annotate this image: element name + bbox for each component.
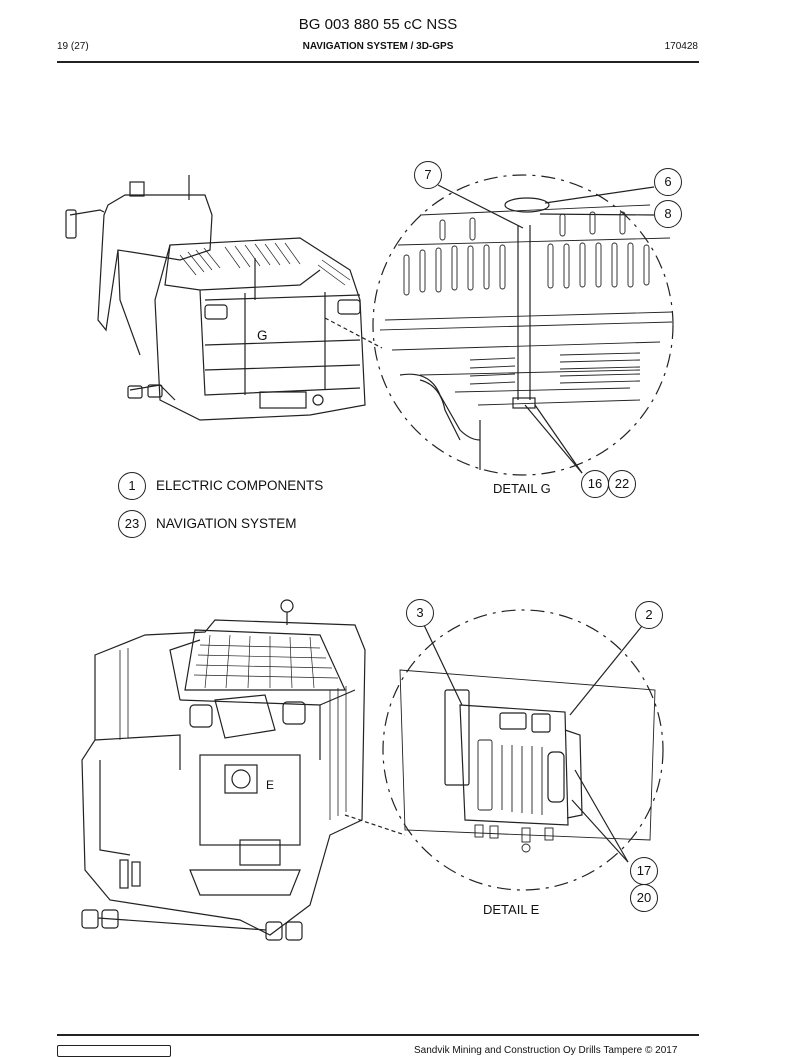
legend-number: 23 <box>118 510 146 538</box>
legend-label: ELECTRIC COMPONENTS <box>156 478 324 493</box>
callout-7: 7 <box>414 161 442 189</box>
machine-top-drawing <box>65 175 383 421</box>
callout-6: 6 <box>654 168 682 196</box>
callout-22: 22 <box>608 470 636 498</box>
callout-17: 17 <box>630 857 658 885</box>
callout-20: 20 <box>630 884 658 912</box>
header-rule <box>57 61 699 63</box>
document-number: BG 003 880 55 cC NSS <box>298 16 458 33</box>
callout-2: 2 <box>635 601 663 629</box>
legend-number: 1 <box>118 472 146 500</box>
section-title: NAVIGATION SYSTEM / 3D-GPS <box>302 41 454 52</box>
footer-copyright: Sandvik Mining and Construction Oy Drill… <box>414 1045 678 1056</box>
machine-bottom-drawing <box>81 599 406 941</box>
view-letter-e: E <box>266 778 275 792</box>
page-number: 19 (27) <box>57 41 89 52</box>
detail-g-label: DETAIL G <box>493 481 551 496</box>
detail-e-label: DETAIL E <box>483 902 540 917</box>
document-date: 170428 <box>664 41 698 52</box>
callout-16: 16 <box>581 470 609 498</box>
legend-label: NAVIGATION SYSTEM <box>156 516 297 531</box>
detail-g-drawing <box>372 174 674 476</box>
detail-e-drawing <box>382 609 664 891</box>
callout-3: 3 <box>406 599 434 627</box>
sandvik-logo <box>57 1045 171 1057</box>
view-letter-g: G <box>257 328 268 343</box>
callout-8: 8 <box>654 200 682 228</box>
footer-rule <box>57 1034 699 1036</box>
